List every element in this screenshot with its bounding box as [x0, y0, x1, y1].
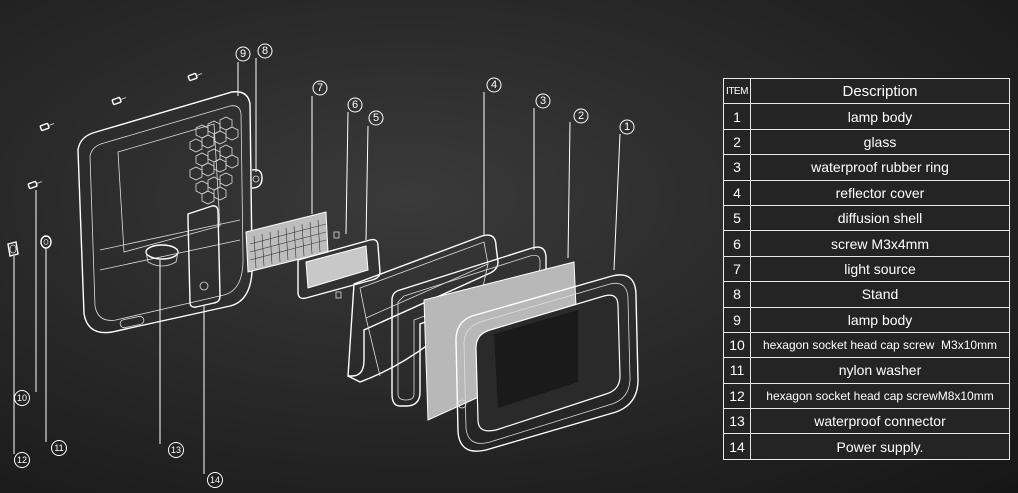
row-item: 10 [723, 331, 751, 359]
row-item: 3 [723, 154, 751, 181]
svg-text:12: 12 [17, 455, 27, 465]
diffusion-shell [297, 238, 381, 300]
row-item: 12 [723, 382, 751, 410]
callout-12: 12 [14, 452, 30, 468]
leader-lines [13, 58, 621, 474]
lamp-body-front-frame [455, 274, 639, 452]
row-item: 7 [723, 255, 751, 283]
callout-2: 2 [573, 108, 589, 124]
callout-1: 1 [619, 119, 635, 135]
svg-text:6: 6 [352, 99, 358, 111]
row-description: screw M3x4mm [750, 230, 1010, 257]
callout-8: 8 [257, 43, 273, 59]
exploded-view-diagram: 1 2 3 4 5 6 7 8 9 10 11 12 13 14 [7, 43, 639, 488]
svg-text:7: 7 [317, 82, 323, 94]
svg-text:5: 5 [373, 112, 379, 124]
callout-6: 6 [347, 97, 363, 113]
svg-text:10: 10 [17, 393, 27, 403]
svg-text:1: 1 [624, 121, 630, 133]
row-item: 9 [723, 306, 751, 333]
header-item: ITEM [723, 77, 751, 105]
callout-4: 4 [486, 77, 502, 93]
callout-7: 7 [312, 80, 328, 96]
callout-3: 3 [535, 93, 551, 109]
row-item: 4 [723, 179, 751, 206]
row-description: hexagon socket head cap screw M3x10mm [750, 331, 1010, 359]
table-header-row: ITEM Description [723, 77, 1010, 105]
row-description: hexagon socket head cap screwM8x10mm [750, 382, 1010, 410]
screw-m8x10 [7, 241, 19, 257]
row-item: 8 [723, 281, 751, 308]
row-item: 2 [723, 128, 751, 156]
callout-10: 10 [14, 390, 30, 406]
row-item: 1 [723, 103, 751, 130]
row-description: reflector cover [750, 179, 1010, 206]
svg-text:4: 4 [491, 79, 497, 91]
svg-text:3: 3 [540, 95, 546, 107]
callout-14: 14 [207, 472, 223, 488]
row-description: Power supply. [750, 433, 1010, 460]
nylon-washer [40, 235, 52, 249]
callout-13: 13 [168, 442, 184, 458]
row-description: lamp body [750, 306, 1010, 333]
svg-text:2: 2 [578, 110, 584, 122]
screws-m3x4 [333, 231, 342, 299]
row-description: waterproof connector [750, 408, 1010, 435]
row-description: waterproof rubber ring [750, 154, 1010, 181]
row-description: glass [750, 128, 1010, 156]
waterproof-connector [145, 244, 179, 267]
row-description: diffusion shell [750, 204, 1010, 232]
row-description: light source [750, 255, 1010, 283]
callout-11: 11 [51, 440, 67, 456]
svg-text:14: 14 [210, 475, 220, 485]
row-description: lamp body [750, 103, 1010, 130]
row-item: 6 [723, 230, 751, 257]
svg-text:8: 8 [262, 45, 268, 57]
row-item: 5 [723, 204, 751, 232]
header-description: Description [750, 77, 1010, 105]
svg-text:11: 11 [54, 443, 63, 453]
waterproof-rubber-ring [391, 246, 547, 407]
power-supply [187, 205, 221, 308]
stand [251, 168, 263, 189]
row-description: nylon washer [750, 357, 1010, 384]
row-item: 14 [723, 433, 751, 460]
callout-9: 9 [235, 46, 251, 62]
row-item: 13 [723, 408, 751, 435]
lamp-body-back-housing [77, 91, 253, 334]
row-description: Stand [750, 281, 1010, 308]
svg-text:9: 9 [240, 48, 246, 60]
callout-5: 5 [368, 110, 384, 126]
screws-m3x10 [27, 72, 203, 190]
row-item: 11 [723, 357, 751, 384]
svg-text:13: 13 [171, 445, 181, 455]
